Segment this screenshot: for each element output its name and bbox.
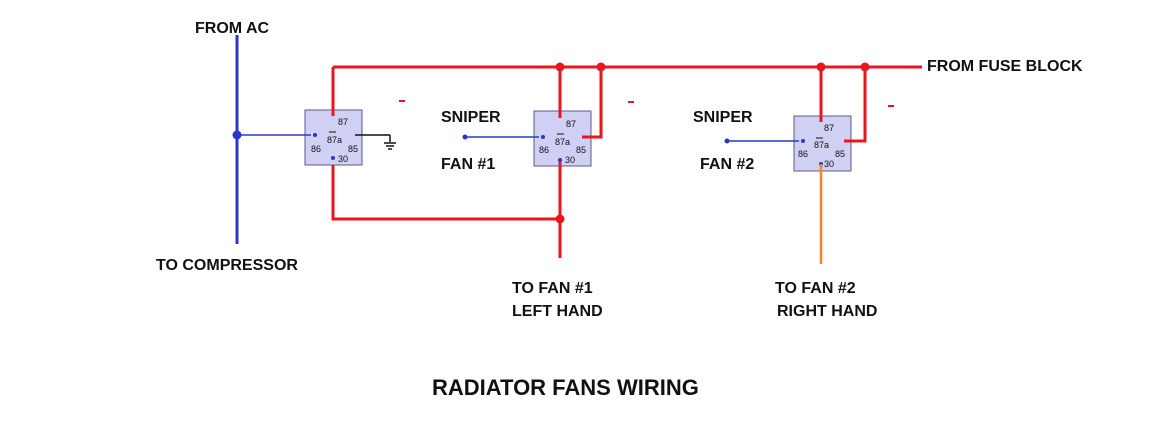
sniper-1-label: SNIPER [441,109,501,126]
ac-junction-dot [232,130,242,140]
pin-dot [331,156,335,160]
relay-1-pin-85: 85 [348,144,358,154]
junction-dot [596,62,606,72]
relay-1: 87 87a 86 85 30 [304,109,363,166]
relay-3-85-wire [844,67,867,143]
fan-1-label: FAN #1 [441,156,495,173]
from-fuse-block-label: FROM FUSE BLOCK [927,58,1083,75]
relay-2-pin-85: 85 [576,145,586,155]
red-ticks [399,100,894,107]
left-hand-label: LEFT HAND [512,303,603,320]
right-hand-label: RIGHT HAND [777,303,877,320]
relay-3-pin-87: 87 [824,123,834,133]
fan-2-label: FAN #2 [700,156,754,173]
relay-2-pin-87a: 87a [555,137,570,147]
from-ac-label: FROM AC [195,20,270,37]
junction-dot [816,62,826,72]
relay-pin-dots [313,133,823,166]
trigger-wires [237,134,799,142]
relay-1-pin-87a: 87a [327,135,342,145]
to-compressor-label: TO COMPRESSOR [156,257,298,274]
relay-3-pin-30: 30 [824,159,834,169]
diagram-title: RADIATOR FANS WIRING [432,375,699,400]
to-fan-1-label: TO FAN #1 [512,280,593,297]
to-fan-2-label: TO FAN #2 [775,280,856,297]
relay-3-body [793,115,852,172]
sniper-2-label: SNIPER [693,109,753,126]
relay-3-pin-86: 86 [798,149,808,159]
junction-dot [860,62,870,72]
relay-1-body [304,109,363,166]
relay-3-pin-85: 85 [835,149,845,159]
relay-1-pin-87: 87 [338,117,348,127]
junction-dot [555,214,565,224]
relay-1-30-wire [331,165,560,221]
sniper-2-terminal [724,138,730,144]
sniper-1-terminal [462,134,468,140]
pin-dot [801,139,805,143]
pin-dot [541,135,545,139]
ground-symbol [355,134,396,150]
pin-dot [313,133,317,137]
relay-2: 87 87a 86 85 30 [533,110,592,167]
relay-1-pin-86: 86 [311,144,321,154]
relay-2-pin-86: 86 [539,145,549,155]
relay-2-pin-87: 87 [566,119,576,129]
relay-3: 87 87a 86 85 30 [793,115,852,172]
relay-2-body [533,110,592,167]
relay-3-pin-87a: 87a [814,140,829,150]
relay-2-85-wire [582,67,603,139]
relay-1-pin-30: 30 [338,154,348,164]
junction-dot [555,62,565,72]
pin-dot [558,158,562,162]
power-junctions [555,62,870,224]
relay-2-pin-30: 30 [565,155,575,165]
